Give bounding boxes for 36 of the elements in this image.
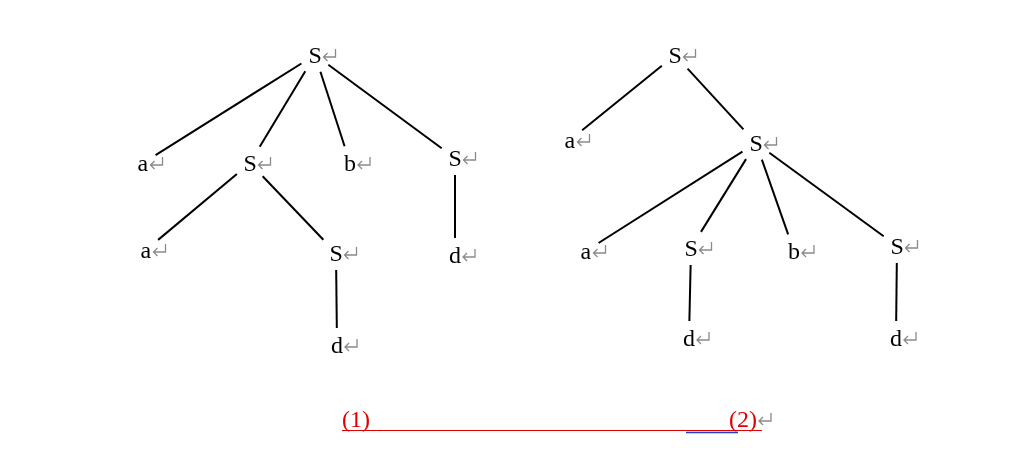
tree-symbol: S — [668, 42, 682, 68]
tree-symbol: d — [890, 325, 902, 351]
tree-symbol: S — [890, 233, 904, 259]
tree-branch-line — [454, 174, 456, 239]
tree-branch-line — [157, 172, 238, 241]
tree-branch-line — [895, 262, 898, 322]
tree-symbol: d — [331, 332, 343, 358]
tree-symbol: a — [140, 237, 152, 263]
tree-branch-line — [327, 63, 443, 150]
tree-symbol: a — [564, 127, 576, 153]
tree-symbol: S — [684, 235, 698, 261]
tree-branch-line — [699, 158, 748, 233]
tree-branch-line — [261, 175, 325, 241]
tree-symbol: S — [749, 130, 763, 156]
figure-number: (1) — [342, 406, 370, 432]
tree-branch-line — [154, 62, 303, 157]
tree-symbol: S — [243, 150, 257, 176]
tree-branch-line — [686, 67, 745, 131]
figure-number: (2) — [729, 406, 757, 432]
tree-branch-line — [760, 158, 790, 236]
tree-symbol: d — [683, 325, 695, 351]
tree-symbol: b — [344, 150, 356, 176]
tree-branch-line — [581, 64, 663, 132]
tree-symbol: a — [580, 238, 592, 264]
tree-symbol: S — [448, 145, 462, 171]
tree-symbol: S — [308, 42, 322, 68]
tree-symbol: b — [788, 238, 800, 264]
tree-symbol: d — [449, 242, 461, 268]
tree-branch-line — [319, 70, 346, 148]
tree-branch-line — [258, 70, 307, 148]
tree-symbol: S — [329, 240, 343, 266]
tree-branch-line — [335, 269, 338, 329]
tree-branch-line — [597, 150, 744, 244]
tree-symbol: a — [137, 150, 149, 176]
tree-branch-line — [768, 151, 885, 238]
tree-branch-line — [688, 264, 692, 322]
